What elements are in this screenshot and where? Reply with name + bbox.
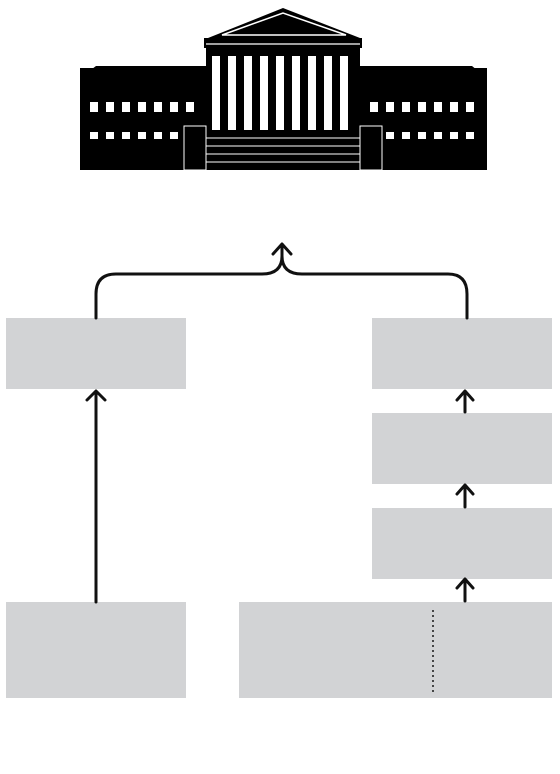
arrow-up-icon [455,577,475,590]
box-right-bottom [239,602,552,698]
box-right-lower [372,508,552,579]
box-left-bottom [6,602,186,698]
arrow-up-icon [85,389,107,402]
arrow-up-icon [455,483,475,496]
box-right-middle [372,413,552,484]
box-right-top [372,318,552,389]
courthouse-icon [80,8,487,171]
box-left-top [6,318,186,389]
arrow-up-icon [455,389,475,402]
merge-bracket [94,254,469,320]
